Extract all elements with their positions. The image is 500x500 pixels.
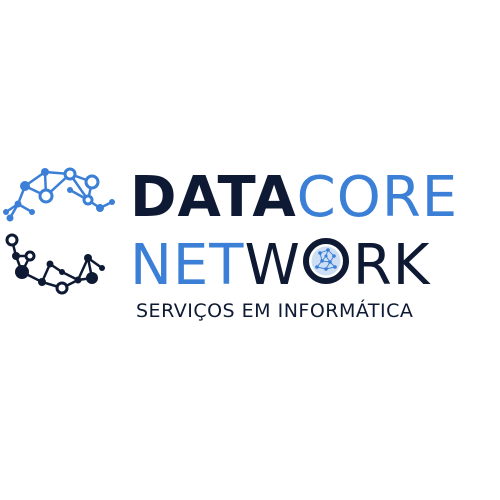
brand-word-data: DATA — [130, 165, 297, 230]
brand-word-core: CORE — [296, 165, 459, 230]
globe-network-icon — [301, 238, 353, 284]
brand-name-line-2: NETW RK — [130, 238, 431, 294]
tagline: SERVIÇOS EM INFORMÁTICA — [136, 300, 414, 322]
brand-name-line-1: DATACORE — [130, 170, 458, 226]
circuit-network-c-icon — [3, 167, 115, 295]
brand-word-w: W — [244, 233, 301, 298]
brand-word-rk: RK — [352, 233, 431, 298]
brand-word-net: NET — [130, 233, 245, 298]
